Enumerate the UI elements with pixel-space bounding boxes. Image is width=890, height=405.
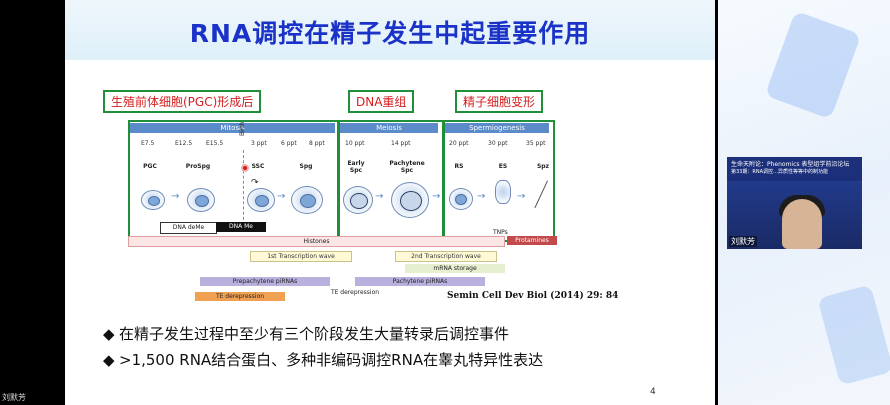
citation: Semin Cell Dev Biol (2014) 29: 84 xyxy=(447,291,619,301)
speaker-name: 刘默芳 xyxy=(729,236,757,247)
decor-shape xyxy=(817,284,890,386)
arrow-icon: → xyxy=(375,191,384,202)
video-banner: 生命天附论：Phenomics 表型组学前沿论坛 第33期：RNA调控…异质性等… xyxy=(727,157,862,181)
cell-name: Spz xyxy=(536,163,550,170)
arrow-icon: → xyxy=(477,191,486,202)
cell-name: Spg xyxy=(299,163,313,170)
timepoint: 20 ppt xyxy=(449,140,469,147)
timepoint: E12.5 xyxy=(175,140,193,147)
pachytene-pirnas: Pachytene piRNAs xyxy=(355,277,485,286)
timepoint: 14 ppt xyxy=(391,140,411,147)
histones-bar: Histones xyxy=(128,236,505,247)
stage-bar-meiosis: Meiosis xyxy=(340,123,438,133)
tnps-label: TNPs xyxy=(493,229,508,236)
video-banner-title: 生命天附论：Phenomics 表型组学前沿论坛 xyxy=(731,161,850,168)
self-renewal-arrow-icon: ↷ xyxy=(251,178,259,188)
timepoint: 6 ppt xyxy=(281,140,297,147)
birth-label: Birth xyxy=(239,121,246,136)
prepachytene-pirnas: Prepachytene piRNAs xyxy=(200,277,330,286)
cell-name: PGC xyxy=(143,163,157,170)
caption-dna: DNA重组 xyxy=(348,90,415,113)
cell-name: ProSpg xyxy=(185,163,211,170)
cell-name: SSC xyxy=(251,163,265,170)
slide: RNA调控在精子发生中起重要作用 生殖前体细胞(PGC)形成后 DNA重组 精子… xyxy=(65,0,715,405)
bullet-text: >1,500 RNA结合蛋白、多种非编码调控RNA在睾丸特异性表达 xyxy=(119,351,544,369)
arrow-icon: → xyxy=(517,191,526,202)
title-bar: RNA调控在精子发生中起重要作用 xyxy=(65,0,715,60)
slide-title: RNA调控在精子发生中起重要作用 xyxy=(189,19,591,48)
bullet-2: ◆>1,500 RNA结合蛋白、多种非编码调控RNA在睾丸特异性表达 xyxy=(103,349,543,370)
birth-line xyxy=(243,150,245,230)
dna-me-label: DNA Me xyxy=(216,222,266,232)
diamond-bullet-icon: ◆ xyxy=(103,351,115,369)
second-transcription-wave: 2nd Transcription wave xyxy=(395,251,497,262)
timepoint: 10 ppt xyxy=(345,140,365,147)
arrow-icon: → xyxy=(277,191,286,202)
arrow-icon: → xyxy=(171,191,180,202)
speaker-face xyxy=(782,199,822,249)
cell-name: Pachytene Spc xyxy=(389,160,425,174)
spg-cell-icon xyxy=(291,186,323,214)
timepoint: E15.5 xyxy=(206,140,224,147)
stage-bar-spermiogenesis: Spermiogenesis xyxy=(445,123,549,133)
speaker-video[interactable]: 生命天附论：Phenomics 表型组学前沿论坛 第33期：RNA调控…异质性等… xyxy=(727,157,862,249)
protamines-bar: Protamines xyxy=(507,236,557,245)
bottom-participant-label: 刘默芳 xyxy=(2,393,26,402)
rs-cell-icon xyxy=(449,188,473,210)
timepoint: 35 ppt xyxy=(526,140,546,147)
ssc-cell-icon xyxy=(247,188,275,212)
caption-pgc: 生殖前体细胞(PGC)形成后 xyxy=(103,90,262,113)
mrna-storage: mRNA storage xyxy=(405,264,505,273)
timepoint: 30 ppt xyxy=(488,140,508,147)
es-cell-icon xyxy=(495,180,511,204)
dna-deme-label: DNA deMe xyxy=(160,222,217,234)
prospg-cell-icon xyxy=(187,188,215,212)
first-transcription-wave: 1st Transcription wave xyxy=(250,251,352,262)
pachytene-spc-cell-icon xyxy=(391,182,429,218)
stage-bar-mitosis: Mitosis xyxy=(130,123,335,133)
bullet-1: ◆在精子发生过程中至少有三个阶段发生大量转录后调控事件 xyxy=(103,323,509,344)
decor-shape xyxy=(764,10,862,120)
caption-sperm: 精子细胞变形 xyxy=(455,90,544,113)
timepoint: E7.5 xyxy=(141,140,155,147)
video-body xyxy=(727,181,862,249)
timepoint: 8 ppt xyxy=(309,140,325,147)
diamond-bullet-icon: ◆ xyxy=(103,325,115,343)
arrow-icon: → xyxy=(432,191,441,202)
bullet-text: 在精子发生过程中至少有三个阶段发生大量转录后调控事件 xyxy=(119,325,510,343)
cell-name: RS xyxy=(454,163,464,170)
video-banner-subtitle: 第33期：RNA调控…异质性等等中的制功能 xyxy=(731,169,828,175)
te-derepression-1: TE derepression xyxy=(195,292,285,301)
stage-box-meiosis xyxy=(338,120,444,242)
page-number: 4 xyxy=(650,387,656,397)
early-spc-cell-icon xyxy=(343,186,373,214)
pgc-cell-icon xyxy=(141,190,165,210)
timepoint: 3 ppt xyxy=(251,140,267,147)
cell-name: ES xyxy=(498,163,508,170)
ssc-marker-icon xyxy=(241,164,249,172)
cell-name: Early Spc xyxy=(347,160,365,174)
te-derepression-2: TE derepression xyxy=(315,288,395,297)
